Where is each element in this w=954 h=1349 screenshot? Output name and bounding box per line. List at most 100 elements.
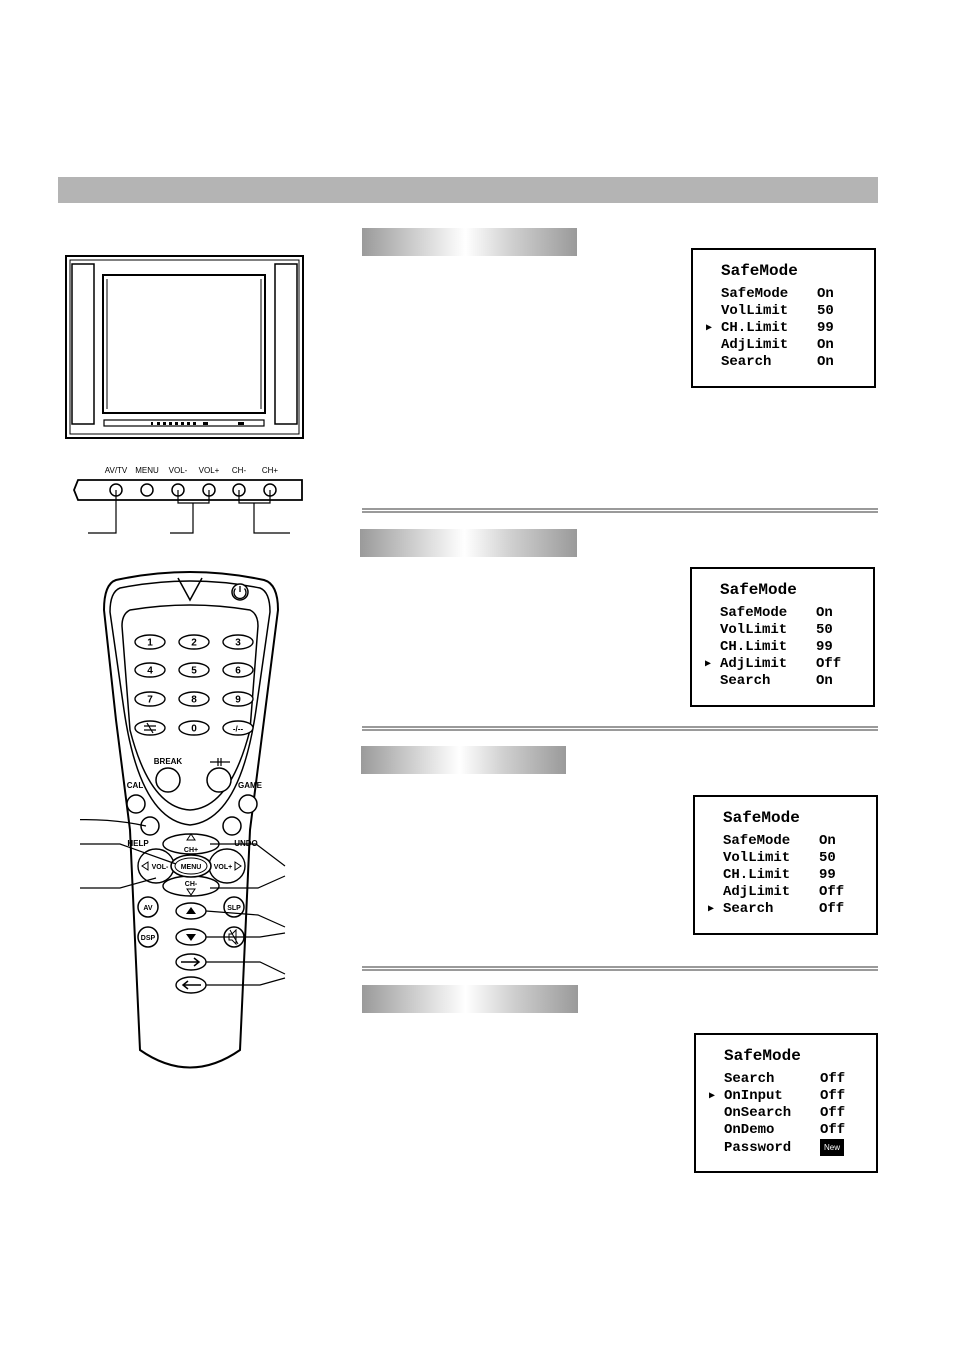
osd-row[interactable]: SafeMode On: [723, 833, 836, 850]
help-button[interactable]: [140, 816, 160, 836]
dsp-button[interactable]: [137, 926, 159, 948]
dsp-label: DSP: [141, 935, 156, 942]
undo-button[interactable]: [222, 816, 242, 836]
digit-5-label: 5: [191, 666, 197, 677]
step-header-3: [361, 746, 566, 774]
digit-5-button[interactable]: [178, 662, 210, 678]
slp-button[interactable]: [223, 896, 245, 918]
osd-row-value: 50: [816, 622, 833, 638]
cal-button[interactable]: [126, 794, 146, 814]
front-panel: AV/TV MENU VOL- VOL+ CH- CH+: [73, 466, 303, 534]
right-arrow-icon: [181, 957, 201, 967]
game-button[interactable]: [238, 794, 258, 814]
digit-6-button[interactable]: [222, 662, 254, 678]
step-header-4: [362, 985, 578, 1013]
osd-row-badge: New: [820, 1139, 845, 1156]
digit-4-button[interactable]: [134, 662, 166, 678]
osd-row[interactable]: VolLimit 50: [720, 622, 833, 639]
pause-button[interactable]: [206, 767, 232, 793]
digit-8-button[interactable]: [178, 691, 210, 707]
osd-row-value: Off: [816, 656, 842, 672]
recall-icon: [144, 722, 156, 734]
osd-row-value: On: [817, 354, 834, 370]
selection-cursor-icon: ▶: [709, 1091, 716, 1102]
osd-row-value: On: [817, 286, 834, 302]
osd-row-value: On: [819, 833, 836, 849]
up-triangle-icon: [186, 833, 196, 841]
selection-cursor-icon: ▶: [705, 659, 712, 670]
osd-row-label: CH.Limit: [720, 639, 788, 655]
digit-7-label: 7: [147, 695, 153, 706]
osd-row-value: On: [816, 605, 833, 621]
digit-3-label: 3: [235, 638, 241, 649]
osd-title: SafeMode: [724, 1047, 801, 1065]
osd-row-label: VolLimit: [720, 622, 788, 638]
digit-0-label: 0: [191, 724, 197, 735]
osd-title: SafeMode: [720, 581, 797, 599]
osd-row-value: 99: [819, 867, 836, 883]
ch-minus-label: CH-: [185, 881, 198, 888]
down-arrow-icon: [186, 934, 196, 941]
break-button[interactable]: [155, 767, 181, 793]
digit-3-button[interactable]: [222, 634, 254, 650]
right-speaker: [274, 263, 298, 425]
dash-button[interactable]: [222, 720, 254, 736]
osd-row-label: VolLimit: [721, 303, 789, 319]
down-triangle-icon: [186, 888, 196, 896]
panel-label-avtv: AV/TV: [105, 466, 128, 475]
osd-title: SafeMode: [721, 262, 798, 280]
digit-9-button[interactable]: [222, 691, 254, 707]
menu-label: MENU: [181, 864, 202, 871]
panel-label-vol-minus: VOL-: [169, 466, 188, 475]
ch-plus-label: CH+: [184, 847, 198, 854]
panel-menu-button[interactable]: [140, 483, 154, 497]
callout-lines: [80, 819, 286, 986]
digit-2-button[interactable]: [178, 634, 210, 650]
panel-label-menu: MENU: [135, 466, 159, 475]
menu-button[interactable]: [170, 854, 212, 878]
help-label: HELP: [127, 839, 149, 848]
osd-row[interactable]: OnSearch Off: [724, 1105, 845, 1122]
digit-1-button[interactable]: [134, 634, 166, 650]
left-arrow-icon: [181, 980, 201, 990]
separator: [362, 966, 878, 971]
cal-label: CAL: [127, 781, 144, 790]
panel-label-ch-minus: CH-: [232, 466, 247, 475]
osd-row-label: OnSearch: [724, 1105, 792, 1121]
vol-minus-label: VOL-: [152, 864, 169, 871]
osd-row-label: SafeMode: [723, 833, 791, 849]
digit-7-button[interactable]: [134, 691, 166, 707]
osd-row[interactable]: CH.Limit 99: [720, 639, 833, 656]
osd-row-value: Off: [820, 1122, 846, 1138]
osd-row-value: Off: [820, 1105, 846, 1121]
digit-2-label: 2: [191, 638, 197, 649]
digit-0-button[interactable]: [178, 720, 210, 736]
osd-row-label: Search: [723, 901, 774, 917]
digit-8-label: 8: [191, 695, 197, 706]
osd-row-value: 99: [816, 639, 833, 655]
separator: [362, 508, 878, 513]
av-button[interactable]: [137, 896, 159, 918]
dash-label: -/--: [233, 725, 244, 734]
power-icon: [233, 586, 247, 600]
osd-row-label: Search: [724, 1071, 775, 1087]
osd-row-label: Search: [720, 673, 771, 689]
